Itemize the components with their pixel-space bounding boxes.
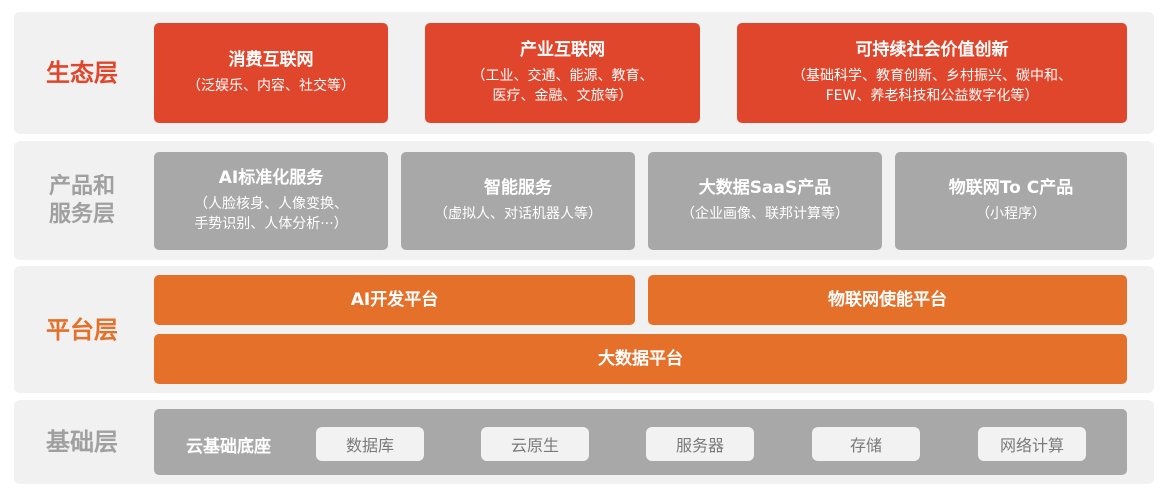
box-subtitle: （工业、交通、能源、教育、 医疗、金融、文旅等） bbox=[472, 66, 654, 107]
base-item-database: 数据库 bbox=[316, 427, 424, 461]
iot-enable-platform-box: 物联网使能平台 bbox=[648, 275, 1127, 325]
industrial-internet-box: 产业互联网 （工业、交通、能源、教育、 医疗、金融、文旅等） bbox=[425, 23, 700, 123]
box-title: AI标准化服务 bbox=[218, 168, 324, 189]
ai-standard-services-box: AI标准化服务 （人脸核身、人像变换、 手势识别、人体分析···） bbox=[154, 152, 388, 250]
platform-layer-label: 平台层 bbox=[46, 315, 118, 344]
bigdata-platform-box: 大数据平台 bbox=[154, 334, 1127, 384]
box-subtitle: （人脸核身、人像变换、 手势识别、人体分析···） bbox=[194, 194, 348, 235]
ai-dev-platform-box: AI开发平台 bbox=[154, 275, 635, 325]
base-item-network-compute: 网络计算 bbox=[978, 427, 1086, 461]
bigdata-saas-box: 大数据SaaS产品 （企业画像、联邦计算等） bbox=[648, 152, 882, 250]
subtitle-line: FEW、养老科技和公益数字化等） bbox=[825, 88, 1039, 105]
box-subtitle: （泛娱乐、内容、社交等） bbox=[187, 78, 355, 95]
subtitle-line: 医疗、金融、文旅等） bbox=[492, 88, 633, 105]
intelligent-services-box: 智能服务 （虚拟人、对话机器人等） bbox=[401, 152, 635, 250]
label-line: 产品和 bbox=[48, 174, 115, 199]
box-subtitle: （小程序） bbox=[976, 206, 1046, 223]
subtitle-line: （基础科学、教育创新、乡村振兴、碳中和、 bbox=[792, 68, 1072, 85]
iot-toc-products-box: 物联网To C产品 （小程序） bbox=[895, 152, 1127, 250]
box-subtitle: （基础科学、教育创新、乡村振兴、碳中和、 FEW、养老科技和公益数字化等） bbox=[792, 66, 1072, 107]
box-title: 消费互联网 bbox=[228, 50, 314, 71]
subtitle-line: （工业、交通、能源、教育、 bbox=[471, 68, 654, 85]
box-subtitle: （虚拟人、对话机器人等） bbox=[434, 206, 602, 223]
base-item-cloud-native: 云原生 bbox=[481, 427, 589, 461]
products-layer-label: 产品和 服务层 bbox=[16, 141, 148, 260]
base-layer-label: 基础层 bbox=[46, 428, 118, 456]
box-title: 大数据SaaS产品 bbox=[698, 178, 832, 199]
box-subtitle: （企业画像、联邦计算等） bbox=[681, 206, 849, 223]
subtitle-line: 手势识别、人体分析···） bbox=[194, 216, 348, 233]
box-title: 产业互联网 bbox=[520, 40, 605, 61]
box-title: 可持续社会价值创新 bbox=[855, 40, 1009, 61]
box-title: 物联网To C产品 bbox=[948, 178, 1074, 199]
base-item-storage: 存储 bbox=[812, 427, 920, 461]
box-title: 大数据平台 bbox=[598, 348, 683, 369]
box-title: AI开发平台 bbox=[350, 289, 439, 310]
subtitle-line: （人脸核身、人像变换、 bbox=[194, 196, 348, 213]
box-title: 智能服务 bbox=[484, 178, 552, 199]
ecology-layer-label: 生态层 bbox=[46, 59, 118, 87]
box-title: 物联网使能平台 bbox=[828, 289, 947, 310]
consumer-internet-box: 消费互联网 （泛娱乐、内容、社交等） bbox=[154, 23, 388, 123]
base-item-server: 服务器 bbox=[646, 427, 754, 461]
label-line: 服务层 bbox=[48, 201, 115, 227]
cloud-base-title: 云基础底座 bbox=[186, 436, 271, 457]
social-value-innovation-box: 可持续社会价值创新 （基础科学、教育创新、乡村振兴、碳中和、 FEW、养老科技和… bbox=[737, 23, 1127, 123]
